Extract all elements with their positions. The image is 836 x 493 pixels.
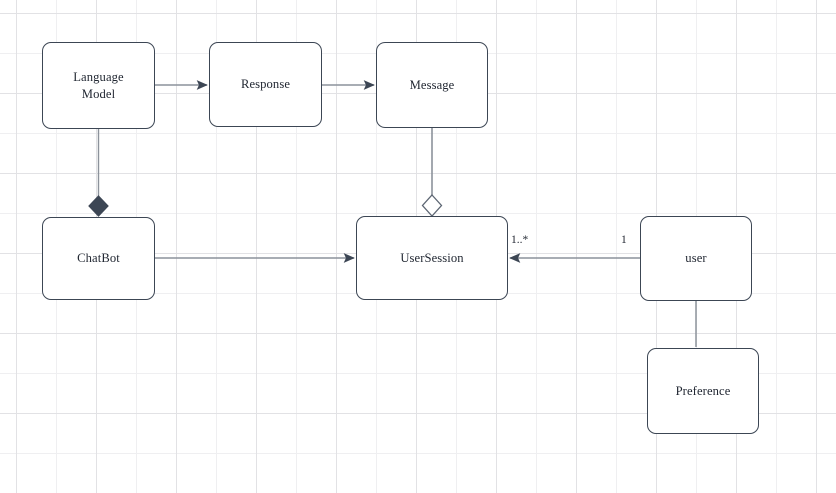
node-user-label: user <box>685 251 707 265</box>
edge-message-user-session <box>421 128 443 217</box>
node-chatbot[interactable]: ChatBot <box>42 217 155 300</box>
hollow-diamond-marker <box>421 194 443 217</box>
multiplicity-label-user-side: 1 <box>621 234 627 246</box>
edge-language-model-chatbot <box>88 129 109 217</box>
node-user-session-label: UserSession <box>400 250 464 265</box>
node-response[interactable]: Response <box>209 42 322 127</box>
filled-diamond-marker <box>88 195 109 217</box>
node-language-model[interactable]: Language Model <box>42 42 155 129</box>
node-user-session[interactable]: UserSession <box>356 216 508 300</box>
multiplicity-label-user-session-side: 1..* <box>511 234 529 246</box>
node-language-model-label: Language Model <box>73 69 124 101</box>
node-user[interactable]: user <box>640 216 752 301</box>
node-message[interactable]: Message <box>376 42 488 128</box>
node-response-label: Response <box>240 77 291 91</box>
node-message-label: Message <box>409 77 455 92</box>
node-preference[interactable]: Preference <box>647 348 759 434</box>
node-chatbot-label: ChatBot <box>77 251 120 265</box>
node-preference-label: Preference <box>675 383 731 398</box>
